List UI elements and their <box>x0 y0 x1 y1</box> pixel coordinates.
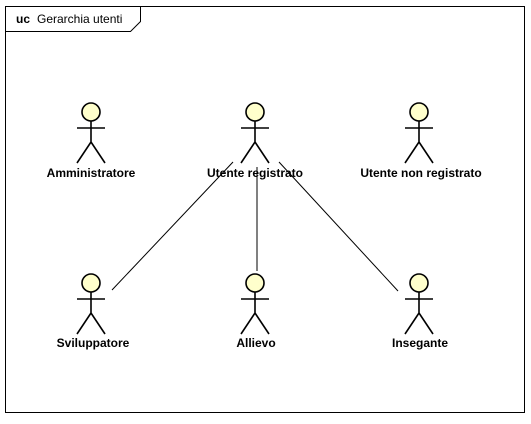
actor-head <box>409 102 429 122</box>
actor-sviluppatore[interactable]: Sviluppatore <box>57 273 130 350</box>
actor-label: Utente registrato <box>207 166 303 180</box>
actor-figure <box>76 121 106 164</box>
actor-head <box>245 273 265 293</box>
frame-kind-label: uc <box>16 12 30 26</box>
actor-utente-non-registrato[interactable]: Utente non registrato <box>360 102 482 180</box>
association-utente-registrato-sviluppatore <box>111 161 234 291</box>
actor-figure <box>76 292 106 335</box>
actor-label: Allievo <box>236 336 275 350</box>
diagram-frame <box>5 6 525 413</box>
actor-label: Utente non registrato <box>360 166 481 180</box>
actor-amministratore[interactable]: Amministratore <box>47 102 136 180</box>
actor-head <box>245 102 265 122</box>
actor-label: Amministratore <box>47 166 136 180</box>
frame-title: Gerarchia utenti <box>37 12 122 26</box>
actor-insegante[interactable]: Insegante <box>392 273 448 350</box>
frame-title-tab <box>5 6 141 32</box>
actor-allievo[interactable]: Allievo <box>236 273 276 350</box>
associations <box>111 161 399 292</box>
actor-figure <box>240 121 270 164</box>
actor-label: Sviluppatore <box>57 336 130 350</box>
actor-head <box>81 102 101 122</box>
actor-utente-registrato[interactable]: Utente registrato <box>207 102 303 180</box>
actor-figure <box>404 121 434 164</box>
actor-head <box>409 273 429 293</box>
association-utente-registrato-insegante <box>278 161 399 292</box>
actor-label: Insegante <box>392 336 448 350</box>
actor-head <box>81 273 101 293</box>
actor-figure <box>240 292 270 335</box>
actor-figure <box>404 292 434 335</box>
